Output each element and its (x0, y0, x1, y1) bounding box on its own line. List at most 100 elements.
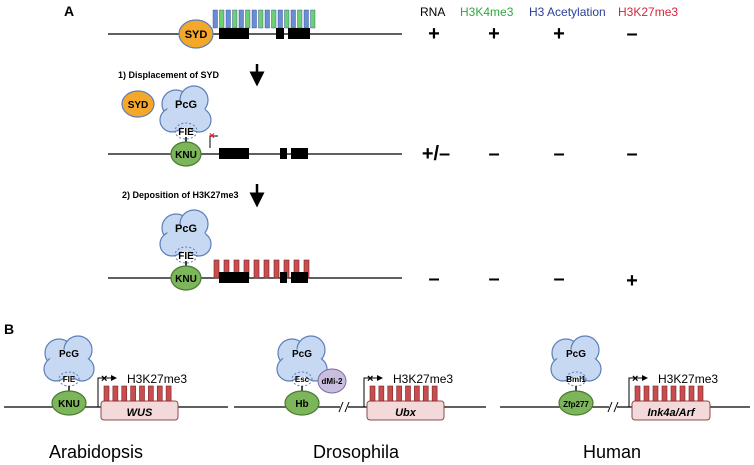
col-header-h3-acetylation: H3 Acetylation (529, 5, 606, 19)
dmi2-protein (317, 368, 347, 394)
row1-exon (219, 28, 249, 39)
sign-r1-rna: + (428, 23, 440, 45)
adaptor-label: Esc (295, 375, 310, 384)
sign-r1-h3k27me3: – (626, 23, 637, 45)
h3k27me3-mark (369, 385, 376, 402)
h3k27me3-mark (253, 259, 260, 279)
h3k27me3-mark (121, 385, 128, 402)
h3k27me3-mark (263, 259, 270, 279)
sign-r1-h3k4me3: + (488, 23, 500, 45)
h3k27me3-mark (422, 385, 429, 402)
tss-arrow (363, 375, 383, 407)
factor-label: KNU (58, 399, 80, 410)
histone-mark (290, 9, 296, 29)
fie-label: FIE (178, 127, 194, 138)
adaptor-label: FIE (63, 375, 76, 384)
sign-r3-h3k27me3: + (626, 270, 638, 292)
dna-break-slash (344, 401, 350, 413)
row2-gene-diagram: SYD × PcG FIE KNU (108, 85, 402, 167)
row3-h3k27me3-marks (213, 259, 310, 279)
factor-protein (284, 390, 320, 416)
histone-mark (271, 9, 277, 29)
gene-name: Ubx (395, 407, 417, 419)
h3k27me3-mark (679, 385, 686, 402)
histone-mark (219, 9, 225, 29)
row1-exon (276, 28, 284, 39)
h3k27me3-mark (378, 385, 385, 402)
organism-label-drosophila: Drosophila (313, 442, 400, 462)
pcg-body (556, 349, 596, 377)
panel-b-letter: B (4, 321, 14, 337)
sign-r1-acetylation: + (553, 23, 565, 45)
h3k27me3-mark (165, 385, 172, 402)
pcg-complex: PcG FIE (159, 85, 212, 140)
sign-r2-acetylation: – (553, 143, 564, 165)
col-header-rna: RNA (420, 5, 445, 19)
sign-r2-h3k27me3: – (626, 143, 637, 165)
factor-label: Zfp277 (563, 400, 589, 409)
adaptor-label: Bmi1 (566, 375, 586, 384)
h3k27me3-mark (396, 385, 402, 402)
dna-break (340, 401, 348, 413)
h3k27me3-mark (688, 385, 695, 402)
histone-mark (264, 9, 270, 29)
dna-break-slash (613, 401, 619, 413)
organism-label-human: Human (583, 442, 641, 462)
h3k27me3-label: H3K27me3 (127, 372, 187, 386)
h3k27me3-mark (405, 385, 411, 402)
dna-break-slash (607, 401, 613, 413)
row2-exon (219, 148, 249, 159)
h3k27me3-mark (139, 385, 145, 402)
histone-mark (238, 9, 244, 29)
syd-protein-displaced (121, 90, 155, 118)
h3k27me3-mark (387, 385, 394, 402)
gene-name: WUS (127, 407, 153, 419)
col-header-h3k4me3: H3K4me3 (460, 5, 514, 19)
histone-mark (225, 9, 231, 29)
dna-break (609, 401, 617, 413)
row1-histone-marks (212, 9, 316, 29)
fie-label: FIE (178, 251, 194, 262)
h3k27me3-mark (670, 385, 677, 402)
h3k27me3-mark (652, 385, 659, 402)
syd-label: SYD (185, 29, 208, 41)
col-header-h3k27me3: H3K27me3 (618, 5, 678, 19)
knu-label: KNU (175, 150, 197, 161)
h3k27me3-mark (643, 385, 650, 402)
sign-table: + + + – +/– – – – – – – + (422, 23, 638, 292)
panel-a-letter: A (64, 3, 74, 19)
row2-exon (280, 148, 287, 159)
histone-mark (297, 9, 303, 29)
row2-exon (291, 148, 308, 159)
histone-mark (303, 9, 309, 29)
row1-gene-diagram: SYD (108, 9, 402, 49)
h3k27me3-mark (661, 385, 668, 402)
row3-exon (291, 272, 308, 283)
pcg-label: PcG (175, 99, 197, 111)
row3-exon (219, 272, 249, 283)
histone-mark (310, 9, 316, 29)
syd-protein (178, 19, 214, 49)
h3k27me3-mark (130, 385, 136, 402)
step1-label: 1) Displacement of SYD (118, 70, 220, 80)
tss-block-mark: × (632, 373, 638, 385)
histone-mark (212, 9, 218, 29)
sign-r3-acetylation: – (553, 268, 564, 290)
h3k27me3-mark (148, 385, 154, 402)
histone-mark (277, 9, 283, 29)
histone-mark (251, 9, 257, 29)
pcg-label: PcG (59, 349, 79, 360)
sign-r2-h3k4me3: – (488, 143, 499, 165)
sign-r3-rna: – (428, 268, 439, 290)
knu-label: KNU (175, 274, 197, 285)
h3k27me3-mark (697, 385, 704, 402)
pcg-label: PcG (175, 223, 197, 235)
syd-label-displaced: SYD (128, 100, 149, 111)
dmi2-label: dMi-2 (322, 377, 343, 386)
tss-block-mark: × (367, 373, 373, 385)
h3k27me3-mark (213, 259, 220, 279)
step2-label: 2) Deposition of H3K27me3 (122, 190, 239, 200)
